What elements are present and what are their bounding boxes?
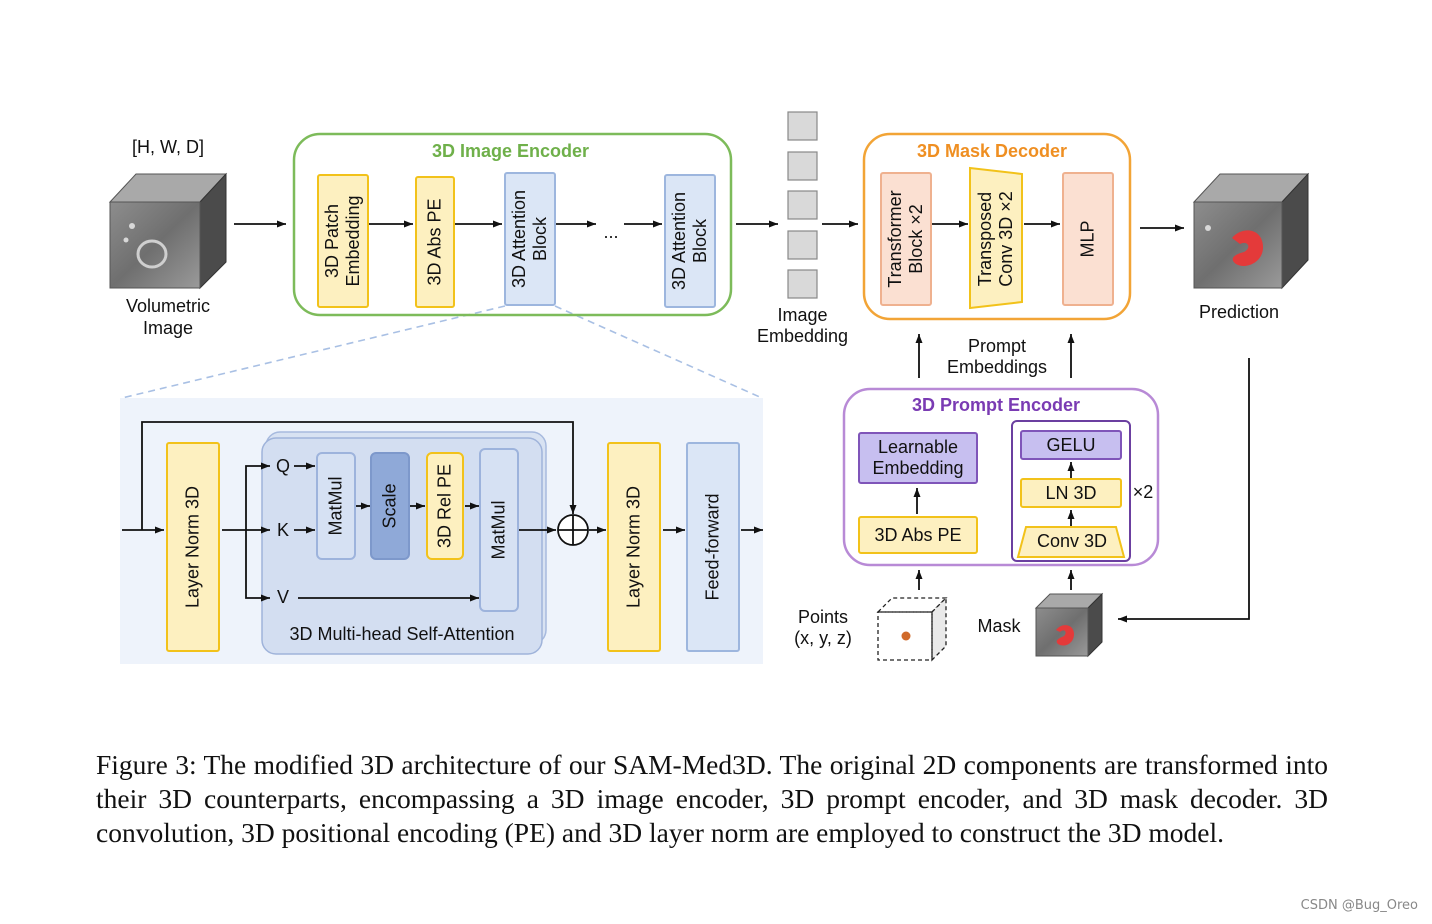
conv3d-block — [1016, 526, 1126, 558]
k-label: K — [276, 520, 289, 540]
mlp-label: MLP — [1077, 220, 1098, 258]
image-encoder-title: 3D Image Encoder — [432, 141, 590, 161]
abs-pe-block: 3D Abs PE — [415, 176, 455, 308]
v-label: V — [276, 587, 289, 607]
prediction-label: Prediction — [1198, 302, 1280, 322]
q-label: Q — [275, 456, 290, 476]
residual-add-node — [557, 514, 589, 546]
matmul-1-block: MatMul — [316, 452, 356, 560]
layer-norm-2-block: Layer Norm 3D — [607, 442, 661, 652]
mlp-block: MLP — [1062, 172, 1114, 306]
prompt-encoder-title: 3D Prompt Encoder — [912, 395, 1081, 415]
prompt-abs-pe-block: 3D Abs PE — [858, 516, 978, 554]
repeat-label: ×2 — [1132, 482, 1154, 502]
mask-cube — [1034, 592, 1104, 658]
transformer-block-label: Transformer Block ×2 — [885, 190, 926, 288]
mask-subencoder-box — [1011, 420, 1131, 562]
scale-block: Scale — [370, 452, 410, 560]
scale-label: Scale — [379, 483, 400, 529]
attention-block-n-label: 3D Attention Block — [669, 191, 710, 291]
mask-label: Mask — [977, 616, 1021, 636]
prediction-cube — [1192, 172, 1310, 290]
prompt-embeddings-label-2: Embeddings — [946, 357, 1048, 377]
transposed-conv-block — [969, 166, 1023, 310]
mask-decoder-container — [862, 132, 1132, 321]
feed-forward-label: Feed-forward — [702, 493, 723, 601]
rel-pe-label: 3D Rel PE — [434, 463, 455, 549]
layer-norm-1-label: Layer Norm 3D — [182, 485, 203, 609]
mask-decoder-title: 3D Mask Decoder — [917, 141, 1068, 161]
prompt-encoder-container — [842, 387, 1160, 567]
points-label-1: Points — [797, 607, 849, 627]
feed-forward-block: Feed-forward — [686, 442, 740, 652]
points-cube — [876, 596, 948, 662]
ellipsis: ... — [603, 222, 619, 242]
prompt-embeddings-label-1: Prompt — [967, 336, 1027, 356]
gelu-block: GELU — [1020, 430, 1122, 460]
image-encoder-container — [292, 132, 733, 317]
matmul-2-label: MatMul — [488, 500, 509, 560]
transposed-conv-label: Transposed Conv 3D ×2 — [975, 191, 1016, 287]
layer-norm-2-label: Layer Norm 3D — [623, 485, 644, 609]
image-embedding-label-2: Embedding — [756, 326, 849, 346]
layer-norm-1-block: Layer Norm 3D — [166, 442, 220, 652]
attention-block-1: 3D Attention Block — [504, 172, 556, 306]
matmul-2-block: MatMul — [479, 448, 519, 612]
matmul-1-label: MatMul — [325, 476, 346, 536]
ln3d-block: LN 3D — [1020, 478, 1122, 508]
volumetric-label: Volumetric — [125, 296, 211, 316]
patch-embedding-block: 3D Patch Embedding — [317, 174, 369, 308]
image-embedding-label-1: Image — [777, 305, 828, 325]
learnable-embedding-block: Learnable Embedding — [858, 432, 978, 484]
transposed-conv-text-holder: Transposed Conv 3D ×2 — [970, 172, 1022, 306]
transformer-block: Transformer Block ×2 — [880, 172, 932, 306]
attention-block-1-label: 3D Attention Block — [509, 189, 550, 289]
figure-caption: Figure 3: The modified 3D architecture o… — [96, 749, 1328, 848]
conv3d-label: Conv 3D — [1036, 531, 1108, 551]
abs-pe-label: 3D Abs PE — [424, 198, 445, 286]
rel-pe-block: 3D Rel PE — [426, 452, 464, 560]
image-label: Image — [142, 318, 194, 338]
attention-block-n: 3D Attention Block — [664, 174, 716, 308]
watermark: CSDN @Bug_Oreo — [1300, 898, 1418, 913]
volumetric-image-cube — [108, 172, 228, 290]
input-shape-label: [H, W, D] — [132, 137, 204, 157]
points-label-2: (x, y, z) — [794, 628, 852, 648]
image-embedding-stack — [787, 111, 818, 299]
mhsa-label: 3D Multi-head Self-Attention — [289, 624, 515, 644]
patch-embedding-label: 3D Patch Embedding — [322, 195, 363, 287]
